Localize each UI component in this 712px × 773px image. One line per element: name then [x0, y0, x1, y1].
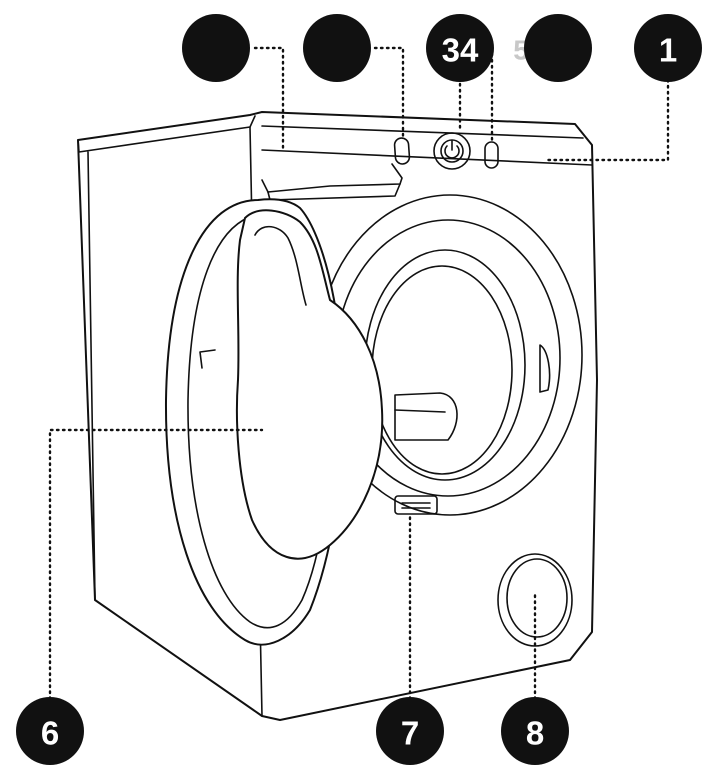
callout-6: 6: [16, 697, 84, 765]
callout-1: 1: [634, 14, 702, 82]
callout-label: 8: [526, 715, 544, 752]
left-button: [393, 137, 411, 165]
lint-filter-slot: [394, 495, 438, 515]
callout-blank-b: [303, 14, 371, 82]
callout-7: 7: [376, 697, 444, 765]
right-button: [484, 141, 499, 169]
callout-label: 7: [401, 715, 419, 752]
callout-label: 6: [41, 715, 59, 752]
callout-5: 5: [513, 14, 592, 82]
control-panel: [261, 132, 593, 201]
callout-34: 34: [426, 14, 494, 82]
callout-8: 8: [501, 697, 569, 765]
open-door: [164, 198, 384, 646]
callout-label: 1: [659, 32, 677, 69]
callout-label: 34: [442, 32, 479, 69]
leader-lines: [48, 46, 670, 707]
power-dial: [433, 132, 471, 170]
callout-blank-a: [182, 14, 250, 82]
